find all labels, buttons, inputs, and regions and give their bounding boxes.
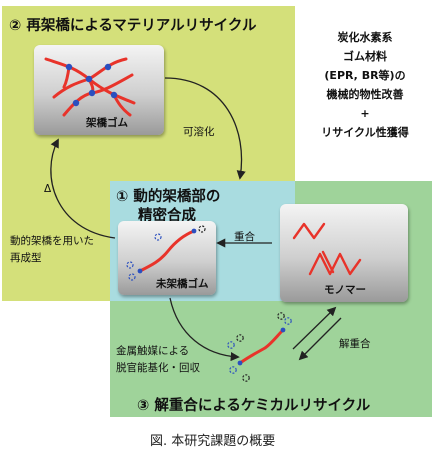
uncrosslinked-rubber-label: 未架橋ゴム <box>156 278 209 290</box>
side-note-line: ゴム材料 <box>343 50 387 63</box>
depolymer-arrow-down <box>298 317 342 361</box>
down-arrow <box>169 297 240 362</box>
depolymerization-label: 解重合 <box>339 338 371 350</box>
uncrosslinked-rubber-card: 未架橋ゴム <box>118 221 216 295</box>
metal-catalyst-line1: 金属触媒による <box>116 345 190 357</box>
soluble-label: 可溶化 <box>183 126 215 138</box>
polymerization-label: 重合 <box>234 231 255 243</box>
section-1-title-line1: ① 動的架橋部の <box>116 189 221 205</box>
metal-catalyst-line2: 脱官能基化・回収 <box>116 362 200 374</box>
crosslinked-rubber-label: 架橋ゴム <box>86 117 128 129</box>
side-note-line: + <box>360 107 370 120</box>
monomer-graphic <box>292 222 362 276</box>
fragments-graphic <box>227 312 292 382</box>
side-note-line: (EPR, BR等)の <box>324 69 406 82</box>
delta-label: Δ <box>44 183 52 195</box>
crosslinked-rubber-card: 架橋ゴム <box>34 45 164 135</box>
reform-label-line1: 動的架橋を用いた <box>10 235 94 247</box>
crosslinked-network-graphic <box>44 57 136 117</box>
side-note-line: 機械的物性改善 <box>326 88 404 101</box>
figure-caption: 図. 本研究課題の概要 <box>150 434 276 449</box>
side-note: 炭化水素系 ゴム材料 (EPR, BR等)の 機械的物性改善 + リサイクル性獲… <box>290 28 439 142</box>
side-note-line: 炭化水素系 <box>337 31 393 44</box>
soluble-arrow <box>164 77 246 180</box>
reform-label-line2: 再成型 <box>10 252 42 264</box>
side-note-line: リサイクル性獲得 <box>321 126 409 139</box>
monomer-label: モノマー <box>324 284 366 296</box>
reform-arrow <box>50 138 116 239</box>
monomer-card: モノマー <box>280 204 408 302</box>
section-2-title: ② 再架橋によるマテリアルリサイクル <box>9 18 257 34</box>
section-1-title-line2: 精密合成 <box>138 208 196 224</box>
section-3-title: ③ 解重合によるケミカルリサイクル <box>137 398 371 414</box>
depolymer-arrow-up <box>292 306 337 350</box>
uncrosslinked-chain-graphic <box>126 225 206 281</box>
